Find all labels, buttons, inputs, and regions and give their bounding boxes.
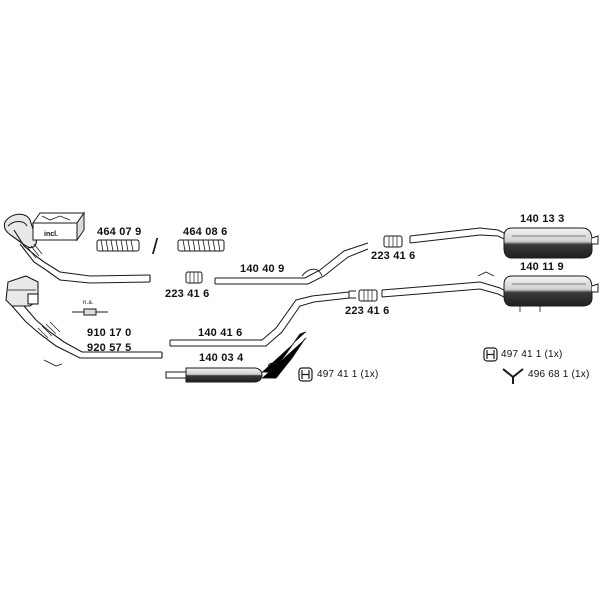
part-label-223416-upper: 223 41 6 xyxy=(371,250,416,262)
part-label-140034: 140 03 4 xyxy=(199,352,244,364)
muffler-140133 xyxy=(503,227,599,259)
part-label-140133: 140 13 3 xyxy=(520,213,565,225)
clamp-upper xyxy=(383,235,403,248)
pipe-140409 xyxy=(214,242,369,285)
flex-pipe-2 xyxy=(177,239,225,252)
sensor-na xyxy=(72,308,108,316)
sensor-na-label: n.a. xyxy=(83,300,94,306)
clamp-lower xyxy=(358,289,378,302)
mount-label-right: 497 41 1 (1x) xyxy=(501,349,563,360)
gasket-kit-label: incl. xyxy=(44,231,59,238)
mount-label-left: 497 41 1 (1x) xyxy=(317,369,379,380)
part-label-464079: 464 07 9 xyxy=(97,226,142,238)
flex-pipe-1 xyxy=(96,239,140,252)
pipe-to-muffler-lower xyxy=(381,271,511,301)
part-label-464086: 464 08 6 xyxy=(183,226,228,238)
rubber-mount-icon-right xyxy=(483,347,498,362)
part-label-920575: 920 57 5 xyxy=(87,342,132,354)
part-label-140119: 140 11 9 xyxy=(520,261,564,273)
pipe-140416 xyxy=(169,291,350,347)
dpf-catalyst xyxy=(5,275,163,367)
part-label-223416-left: 223 41 6 xyxy=(165,288,210,300)
part-label-910170: 910 17 0 xyxy=(87,327,132,339)
muffler-140119 xyxy=(503,275,599,312)
pipe-to-muffler-upper xyxy=(409,227,511,244)
front-muffler-140034 xyxy=(165,331,307,383)
downpipe-catalyst xyxy=(3,213,151,284)
rubber-mount-icon-left xyxy=(298,367,313,382)
gasket-kit-box xyxy=(32,211,85,242)
clamp-lower-lead xyxy=(348,290,356,299)
part-label-140416: 140 41 6 xyxy=(198,327,243,339)
part-label-140409: 140 40 9 xyxy=(240,263,285,275)
separator-slash: / xyxy=(152,234,159,259)
hanger-icon xyxy=(502,368,524,384)
part-label-223416-lower: 223 41 6 xyxy=(345,305,390,317)
clamp-left xyxy=(185,271,203,284)
hanger-label: 496 68 1 (1x) xyxy=(528,369,590,380)
